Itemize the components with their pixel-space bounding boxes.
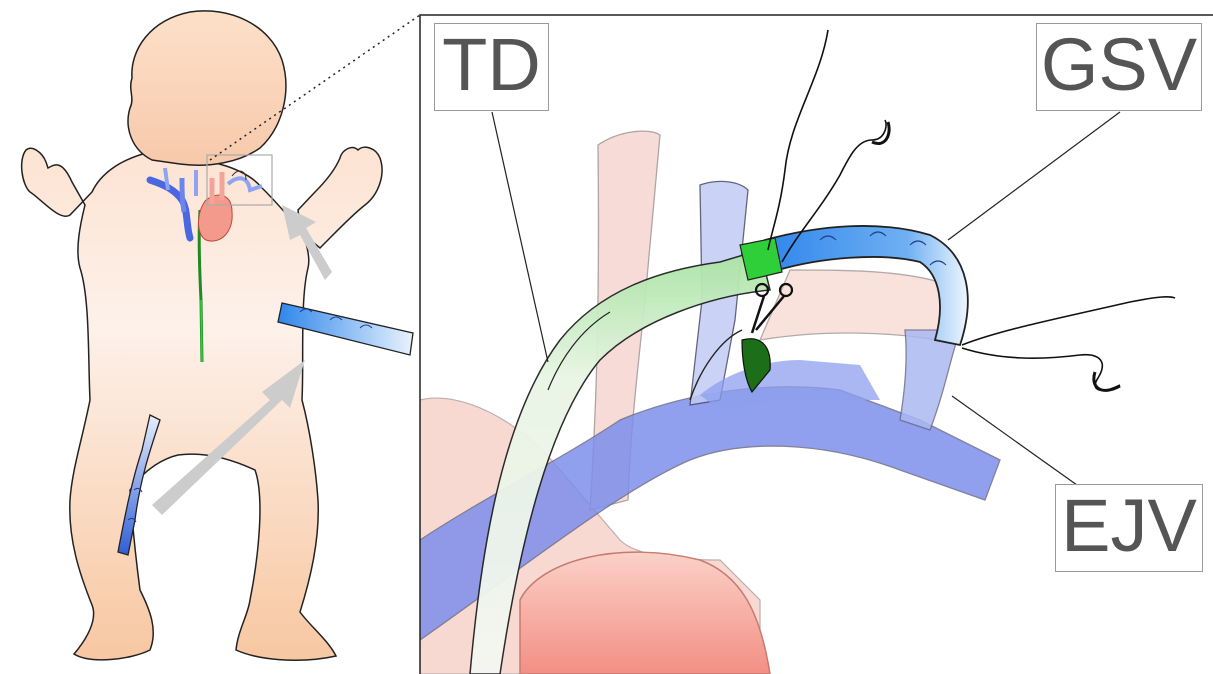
label-td: TD	[434, 23, 549, 111]
zoom-panel	[420, 15, 1213, 674]
label-ejv: EJV	[1055, 484, 1203, 572]
infant-head	[128, 11, 286, 165]
anastomosis-green	[740, 238, 782, 280]
label-gsv: GSV	[1036, 23, 1202, 111]
infant-body	[22, 11, 420, 660]
